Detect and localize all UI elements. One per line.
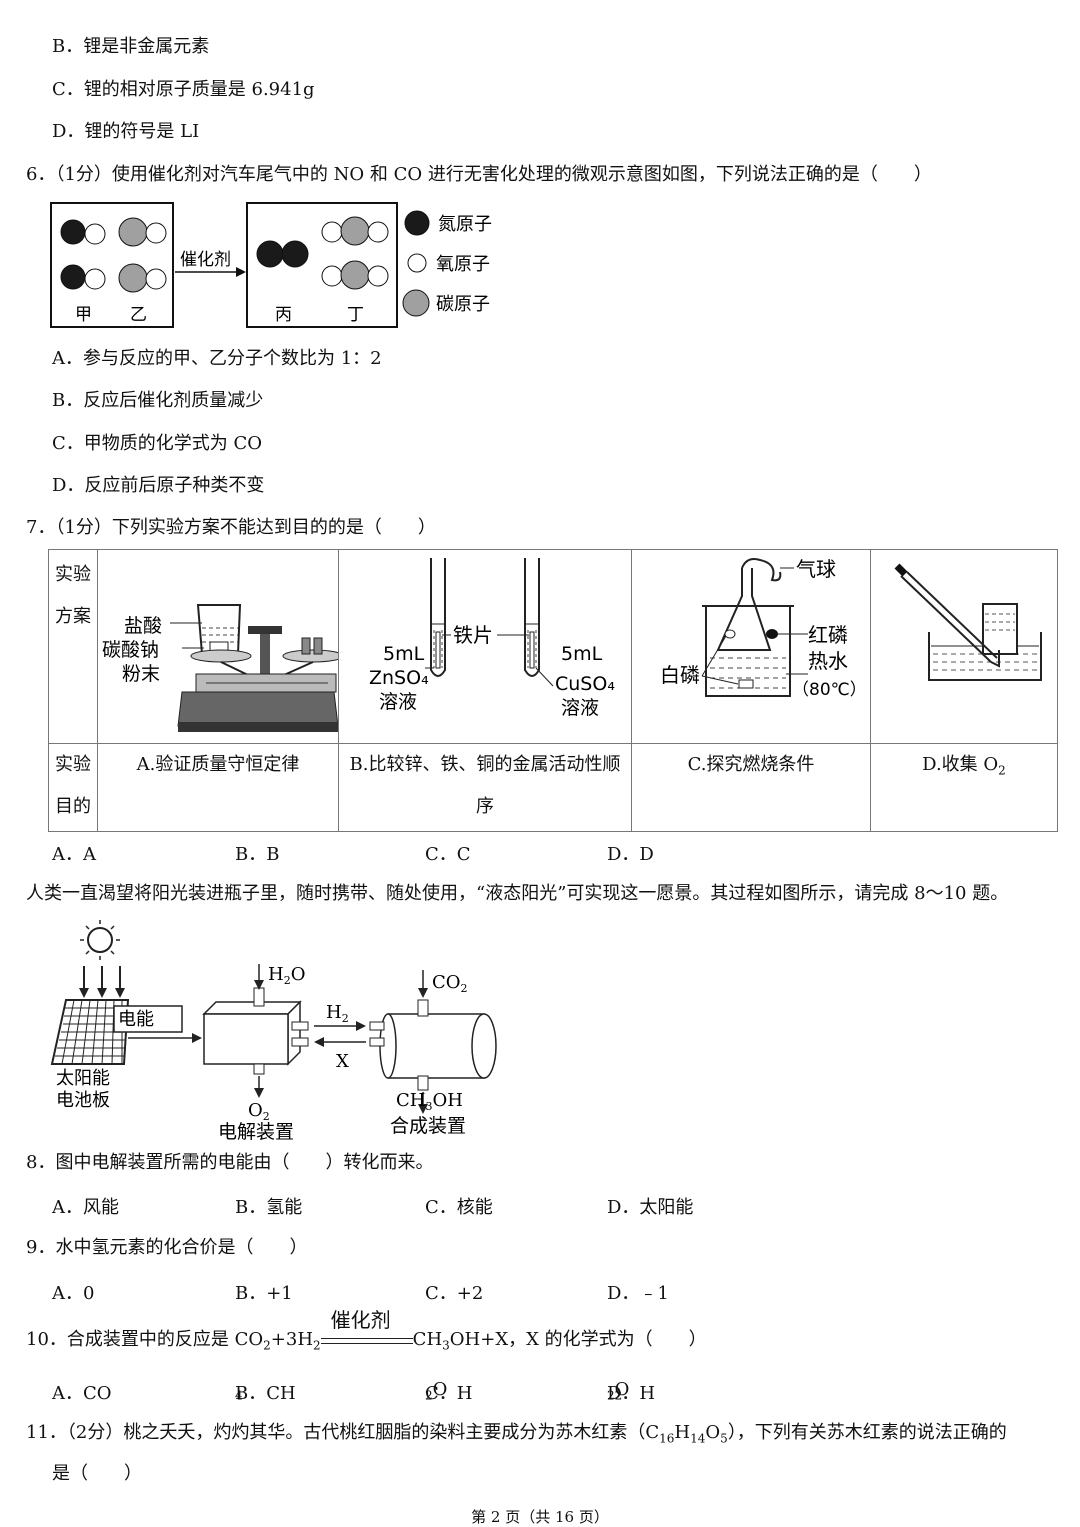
q11-stem-line2: 是（ ） — [52, 1463, 142, 1484]
test-tube-apparatus: 铁片 5mL ZnSO₄ 溶液 5mL CuSO₄ 溶液 — [369, 558, 615, 719]
q5-option-d: D．锂的符号是 LI — [52, 121, 200, 142]
svg-text:盐酸: 盐酸 — [124, 615, 162, 637]
q6-option-c: C．甲物质的化学式为 CO — [52, 433, 263, 454]
goal-c: C.探究燃烧条件 — [631, 743, 871, 832]
q5-option-b: B．锂是非金属元素 — [52, 36, 210, 57]
svg-text:铁片: 铁片 — [453, 623, 493, 647]
svg-text:粉末: 粉末 — [122, 663, 160, 685]
q8-option-b: B．氢能 — [235, 1197, 303, 1218]
q9-option-a: A．0 — [52, 1283, 95, 1304]
q9-option-d: D．﹣1 — [607, 1283, 669, 1304]
ch3oh-label: CH3OH — [396, 1090, 463, 1113]
balance-apparatus: 盐酸 碳酸钠 粉末 — [102, 604, 344, 732]
goal-a: A.验证质量守恒定律 — [97, 743, 339, 832]
q9-option-c: C．+2 — [425, 1283, 484, 1304]
label-bing: 丙 — [275, 305, 292, 325]
liquid-sunshine-diagram: 太阳能 电池板 电能 H2O O2 电解装置 H2 X CO2 CH3OH 合成… — [50, 920, 497, 1143]
catalyst-label: 催化剂 — [180, 250, 231, 270]
q7-option-b: B．B — [235, 844, 280, 865]
q7-option-c: C．C — [425, 844, 471, 865]
svg-text:电池板: 电池板 — [56, 1090, 110, 1111]
q7-option-a: A．A — [52, 844, 96, 865]
svg-text:白磷: 白磷 — [660, 663, 700, 687]
q6-molecule-diagram: 甲 乙 催化剂 丙 丁 氮原子 氧原子 碳原子 — [50, 202, 492, 328]
q5-option-c: C．锂的相对原子质量是 6.941g — [52, 79, 315, 100]
q7-experiment-table: 实验 方案 盐酸 碳酸钠 粉末 — [48, 549, 1058, 832]
q8-option-a: A．风能 — [52, 1197, 119, 1218]
q6-stem: 6．（1分）使用催化剂对汽车尾气中的 NO 和 CO 进行无害化处理的微观示意图… — [26, 164, 932, 185]
svg-text:气球: 气球 — [796, 557, 836, 581]
svg-text:红磷: 红磷 — [808, 623, 848, 647]
catalyst-condition: 催化剂 — [320, 1308, 413, 1352]
goal-d: D.收集 O2 — [870, 743, 1058, 832]
svg-text:碳酸钠: 碳酸钠 — [102, 639, 159, 661]
svg-text:太阳能: 太阳能 — [56, 1068, 110, 1089]
header-plan: 实验 方案 — [48, 549, 98, 744]
q6-option-a: A．参与反应的甲、乙分子个数比为 1：2 — [52, 348, 382, 369]
svg-text:热水: 热水 — [808, 649, 848, 673]
legend-carbon: 碳原子 — [436, 294, 490, 315]
svg-text:X: X — [336, 1051, 349, 1072]
svg-text:H2: H2 — [326, 1002, 349, 1025]
q7-stem: 7．（1分）下列实验方案不能达到目的的是（ ） — [26, 517, 436, 538]
q9-options: A．0 B．+1 C．+2 D．﹣1 — [52, 1279, 852, 1304]
svg-text:溶液: 溶液 — [561, 697, 599, 719]
q7-option-d: D．D — [607, 844, 654, 865]
plan-a-cell: 盐酸 碳酸钠 粉末 — [97, 549, 344, 744]
label-yi: 乙 — [130, 305, 147, 325]
svg-text:5mL: 5mL — [383, 643, 425, 665]
gas-collection-apparatus — [894, 563, 1042, 681]
plan-d-cell — [870, 549, 1058, 744]
header-goal: 实验 目的 — [48, 743, 98, 832]
q8-option-c: C．核能 — [425, 1197, 493, 1218]
svg-text:5mL: 5mL — [561, 643, 603, 665]
combustion-apparatus: 气球 红磷 白磷 热水 （80℃） — [660, 557, 867, 700]
q8-options: A．风能 B．氢能 C．核能 D．太阳能 — [52, 1193, 852, 1218]
svg-text:CO2: CO2 — [432, 972, 468, 995]
sun-icon — [80, 920, 120, 960]
legend-nitrogen: 氮原子 — [438, 214, 492, 235]
q6-option-d: D．反应前后原子种类不变 — [52, 475, 265, 496]
svg-text:O2: O2 — [248, 1100, 270, 1123]
q7-options: A．A B．B C．C D．D — [52, 840, 852, 865]
label-ding: 丁 — [347, 305, 364, 325]
q8-stem: 8．图中电解装置所需的电能由（ ）转化而来。 — [26, 1152, 434, 1173]
svg-text:ZnSO₄: ZnSO₄ — [369, 667, 429, 689]
svg-text:（80℃）: （80℃） — [792, 680, 867, 700]
svg-text:H2O: H2O — [268, 964, 305, 987]
legend-oxygen: 氧原子 — [436, 254, 490, 275]
svg-text:溶液: 溶液 — [379, 691, 417, 713]
liquid-sunshine-intro: 人类一直渴望将阳光装进瓶子里，随时携带、随处使用，“液态阳光”可实现这一愿景。其… — [26, 883, 1009, 904]
svg-text:CuSO₄: CuSO₄ — [555, 673, 615, 695]
plan-c-cell: 气球 红磷 白磷 热水 （80℃） — [631, 549, 871, 744]
q6-option-b: B．反应后催化剂质量减少 — [52, 390, 264, 411]
goal-b: B.比较锌、铁、铜的金属活动性顺 序 — [338, 743, 632, 832]
q9-stem: 9．水中氢元素的化合价是（ ） — [26, 1237, 308, 1258]
plan-b-cell: 铁片 5mL ZnSO₄ 溶液 5mL CuSO₄ 溶液 — [338, 549, 632, 744]
label-jia: 甲 — [75, 305, 92, 325]
q11-stem: 11．（2分）桃之夭夭，灼灼其华。古代桃红胭脂的染料主要成分为苏木红素（C16H… — [26, 1422, 1007, 1446]
svg-text:电能: 电能 — [118, 1009, 154, 1030]
svg-text:电解装置: 电解装置 — [218, 1121, 294, 1143]
electrolysis-device — [202, 987, 309, 1075]
q9-option-b: B．+1 — [235, 1283, 293, 1304]
q8-option-d: D．太阳能 — [607, 1197, 694, 1218]
svg-text:合成装置: 合成装置 — [390, 1115, 466, 1137]
synthesis-device — [369, 999, 497, 1091]
page-footer: 第 2 页（共 16 页） — [471, 1508, 609, 1526]
